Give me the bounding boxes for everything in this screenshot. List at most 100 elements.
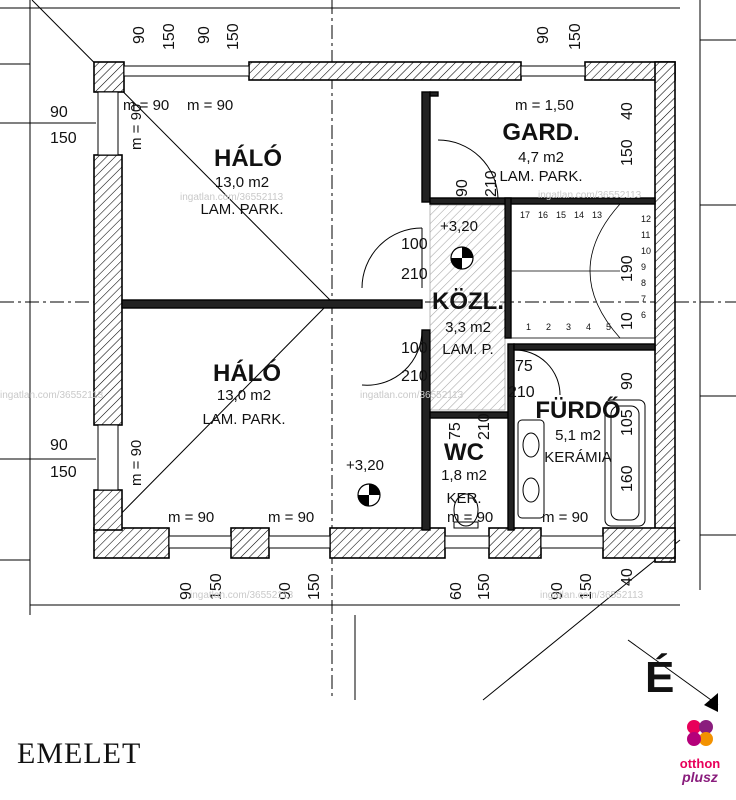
stair-step-label: 14 (574, 210, 584, 220)
svg-text:90: 90 (178, 582, 195, 600)
fixtures (453, 399, 646, 529)
room-labels: HÁLÓ 13,0 m2 LAM. PARK. HÁLÓ 13,0 m2 LAM… (200, 119, 620, 507)
svg-text:90: 90 (50, 104, 68, 121)
room-kozl-name: KÖZL. (432, 288, 504, 315)
floor-title: EMELET (17, 737, 142, 770)
svg-text:150: 150 (567, 23, 584, 50)
svg-text:100: 100 (401, 236, 428, 253)
room-furdo-floor: KERÁMIA (544, 449, 612, 466)
svg-text:40: 40 (619, 568, 636, 586)
svg-text:60: 60 (448, 582, 465, 600)
svg-text:100: 100 (401, 340, 428, 357)
room-kozl-area: 3,3 m2 (445, 319, 491, 336)
room-gard-area: 4,7 m2 (518, 149, 564, 166)
stair-step-label: 10 (641, 246, 651, 256)
dimensions: 90 150 90 150 90 150 90 150 90 150 90 15… (50, 23, 636, 600)
svg-text:210: 210 (508, 384, 535, 401)
level-halo-bottom: +3,20 (346, 457, 384, 474)
svg-text:105: 105 (619, 409, 636, 436)
stair-step-label: 1 (526, 322, 531, 332)
svg-text:ingatlan.com/36552113: ingatlan.com/36552113 (538, 190, 642, 201)
room-halo-bottom-area: 13,0 m2 (217, 387, 271, 404)
svg-text:75: 75 (515, 358, 533, 375)
svg-text:ingatlan.com/36552113: ingatlan.com/36552113 (0, 390, 104, 401)
watermarks: ingatlan.com/36552113 ingatlan.com/36552… (0, 190, 644, 601)
window-label: m = 90 (542, 509, 588, 526)
room-wc-floor: KER. (446, 490, 481, 507)
svg-text:150: 150 (50, 130, 77, 147)
stair-step-label: 16 (538, 210, 548, 220)
stair-step-label: 4 (586, 322, 591, 332)
room-halo-top-floor: LAM. PARK. (200, 201, 283, 218)
svg-text:ingatlan.com/36552113: ingatlan.com/36552113 (360, 390, 464, 401)
room-kozl-floor: LAM. P. (442, 341, 493, 358)
room-furdo-area: 5,1 m2 (555, 427, 601, 444)
level-markers (357, 246, 474, 507)
room-halo-bottom-name: HÁLÓ (213, 359, 281, 387)
svg-text:90: 90 (454, 179, 471, 197)
svg-text:150: 150 (208, 573, 225, 600)
room-furdo-name: FÜRDŐ (535, 396, 620, 424)
window-label: m = 90 (268, 509, 314, 526)
level-kozl: +3,20 (440, 218, 478, 235)
svg-text:210: 210 (483, 170, 500, 197)
stair-step-label: 7 (641, 294, 646, 304)
stairs (429, 203, 656, 411)
svg-text:ingatlan.com/36552113: ingatlan.com/36552113 (180, 192, 284, 203)
svg-text:90: 90 (619, 372, 636, 390)
stair-step-label: 8 (641, 278, 646, 288)
svg-text:ingatlan.com/36552113: ingatlan.com/36552113 (540, 590, 644, 601)
svg-text:150: 150 (476, 573, 493, 600)
svg-text:75: 75 (447, 422, 464, 440)
room-halo-top-name: HÁLÓ (214, 144, 282, 172)
window-label: m = 90 (128, 104, 145, 150)
svg-text:210: 210 (401, 266, 428, 283)
room-wc-name: WC (444, 439, 484, 466)
window-label: m = 90 (168, 509, 214, 526)
stair-step-label: 6 (641, 310, 646, 320)
window-label: m = 90 (128, 440, 145, 486)
door-swings (361, 139, 561, 396)
window-label: m = 90 (447, 509, 493, 526)
stair-step-label: 12 (641, 214, 651, 224)
exterior-walls (93, 61, 676, 563)
window-labels: m = 90 m = 90 m = 90 m = 1,50 m = 90 m =… (123, 97, 588, 526)
svg-text:90: 90 (535, 26, 552, 44)
svg-text:210: 210 (401, 368, 428, 385)
north-arrow: É (627, 639, 719, 712)
stair-step-label: 13 (592, 210, 602, 220)
room-halo-bottom-floor: LAM. PARK. (202, 411, 285, 428)
svg-text:150: 150 (619, 139, 636, 166)
stair-step-label: 9 (641, 262, 646, 272)
room-gard-floor: LAM. PARK. (499, 168, 582, 185)
room-halo-top-area: 13,0 m2 (215, 174, 269, 191)
window-label: m = 1,50 (515, 97, 574, 114)
svg-text:ingatlan.com/36552113: ingatlan.com/36552113 (190, 590, 294, 601)
stair-step-label: 5 (606, 322, 611, 332)
svg-text:190: 190 (619, 255, 636, 282)
svg-text:150: 150 (161, 23, 178, 50)
svg-text:150: 150 (306, 573, 323, 600)
logo-line2: plusz (682, 769, 718, 785)
svg-text:90: 90 (277, 582, 294, 600)
north-label: É (645, 652, 674, 702)
interior-walls (121, 91, 656, 531)
svg-text:210: 210 (476, 413, 493, 440)
stair-step-label: 15 (556, 210, 566, 220)
window-label: m = 90 (123, 97, 169, 114)
svg-text:90: 90 (549, 582, 566, 600)
svg-text:90: 90 (196, 26, 213, 44)
svg-text:150: 150 (225, 23, 242, 50)
otthonplusz-logo: otthon plusz (668, 716, 732, 800)
room-wc-area: 1,8 m2 (441, 467, 487, 484)
axis-lines (0, 0, 736, 701)
svg-text:90: 90 (50, 437, 68, 454)
stair-step-label: 11 (641, 230, 650, 240)
svg-text:160: 160 (619, 465, 636, 492)
window-label: m = 90 (187, 97, 233, 114)
svg-text:150: 150 (50, 464, 77, 481)
svg-text:90: 90 (131, 26, 148, 44)
windows (97, 65, 604, 549)
svg-text:150: 150 (578, 573, 595, 600)
